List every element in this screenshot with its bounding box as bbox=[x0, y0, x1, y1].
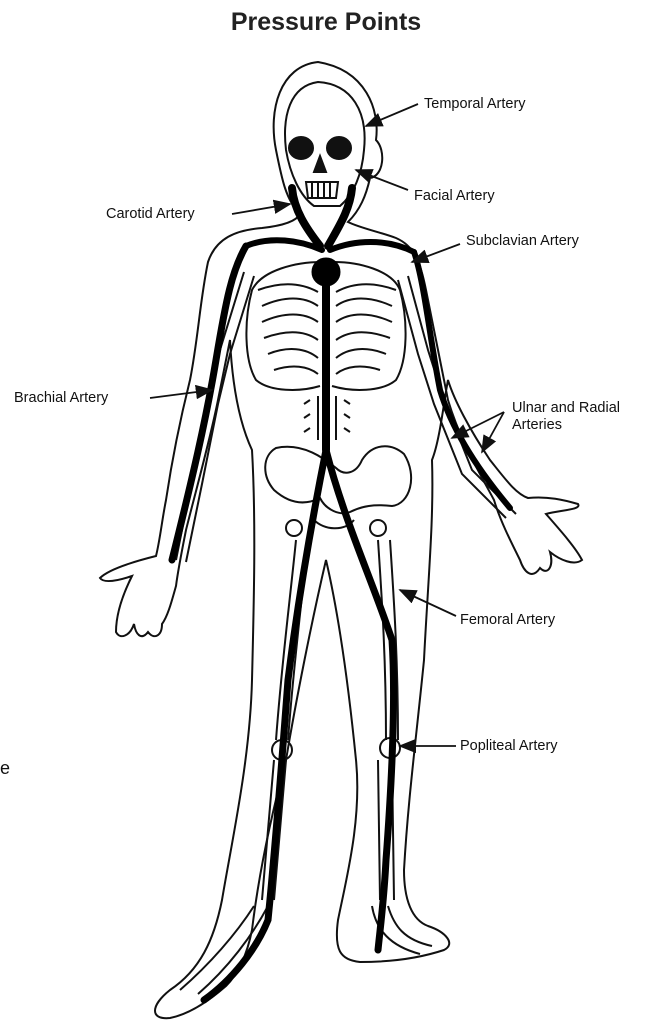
label-facial-artery: Facial Artery bbox=[414, 188, 495, 205]
label-subclavian-artery: Subclavian Artery bbox=[466, 233, 579, 250]
label-ulnar-radial-line1: Ulnar and Radial bbox=[512, 400, 620, 417]
leader-carotid bbox=[232, 204, 290, 214]
label-carotid-artery: Carotid Artery bbox=[106, 206, 195, 223]
leader-brachial bbox=[150, 390, 212, 398]
label-brachial-artery: Brachial Artery bbox=[14, 390, 108, 407]
leader-facial bbox=[356, 170, 408, 190]
leader-subclavian bbox=[412, 244, 460, 262]
label-femoral-artery: Femoral Artery bbox=[460, 612, 555, 629]
edge-fragment-text: e bbox=[0, 758, 10, 779]
arteries bbox=[172, 188, 510, 1000]
label-popliteal-artery: Popliteal Artery bbox=[460, 738, 558, 755]
label-temporal-artery: Temporal Artery bbox=[424, 96, 526, 113]
label-ulnar-radial-line2: Arteries bbox=[512, 417, 562, 434]
